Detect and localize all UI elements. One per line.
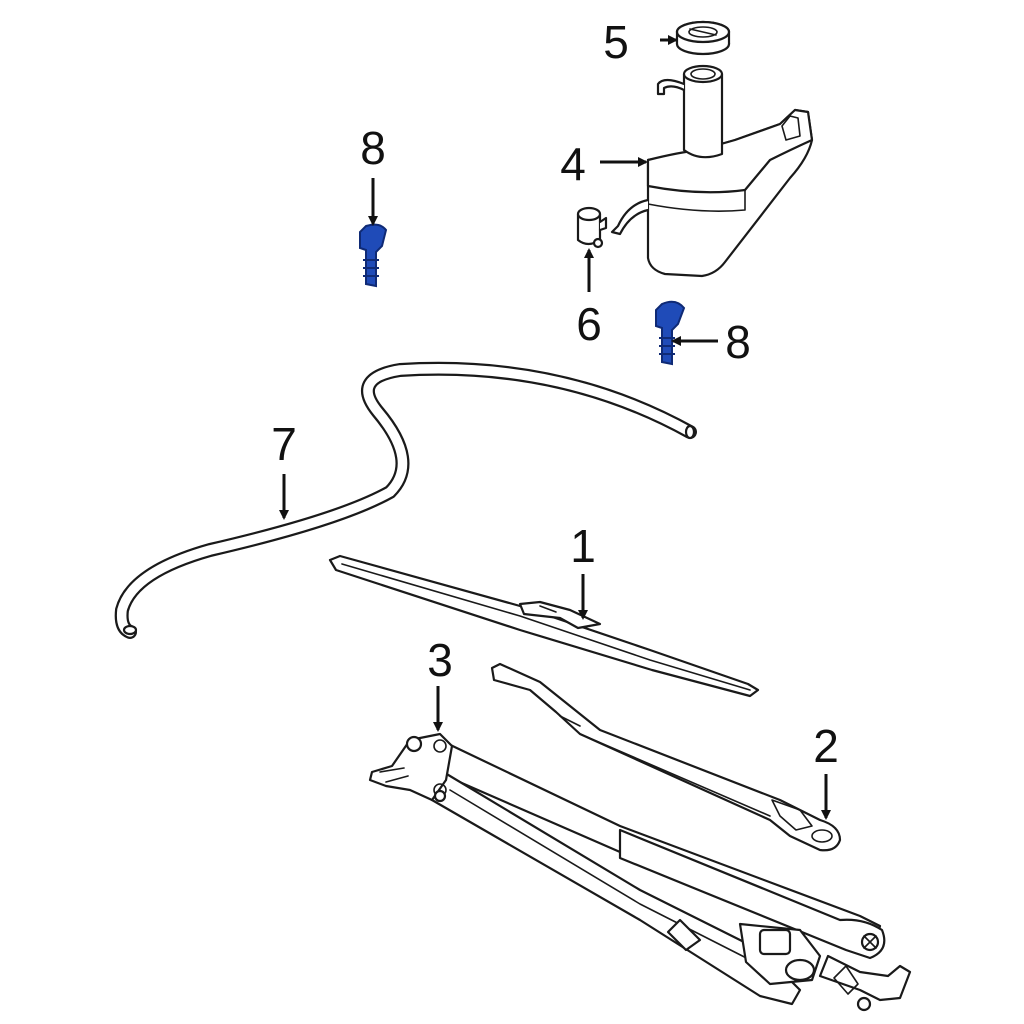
washer-nozzle-left [359, 223, 388, 288]
callout-3: 3 [427, 634, 453, 686]
callout-arrows [279, 35, 831, 820]
callout-5: 5 [603, 16, 629, 68]
washer-hose [114, 361, 697, 639]
callout-1: 1 [570, 520, 596, 572]
callout-8-right: 8 [725, 316, 751, 368]
reservoir-cap [675, 20, 731, 56]
callout-8-left: 8 [360, 122, 386, 174]
callout-6: 6 [576, 298, 602, 350]
washer-nozzle-right [655, 300, 686, 366]
wiper-linkage [368, 732, 912, 1012]
washer-reservoir [610, 64, 814, 278]
callout-labels: 5 4 8 6 8 7 1 3 2 [271, 16, 839, 772]
callout-2: 2 [813, 720, 839, 772]
callout-4: 4 [560, 138, 586, 190]
washer-pump [576, 206, 608, 249]
wiper-blade [328, 554, 760, 698]
wiper-arm [490, 662, 842, 852]
callout-7: 7 [271, 418, 297, 470]
